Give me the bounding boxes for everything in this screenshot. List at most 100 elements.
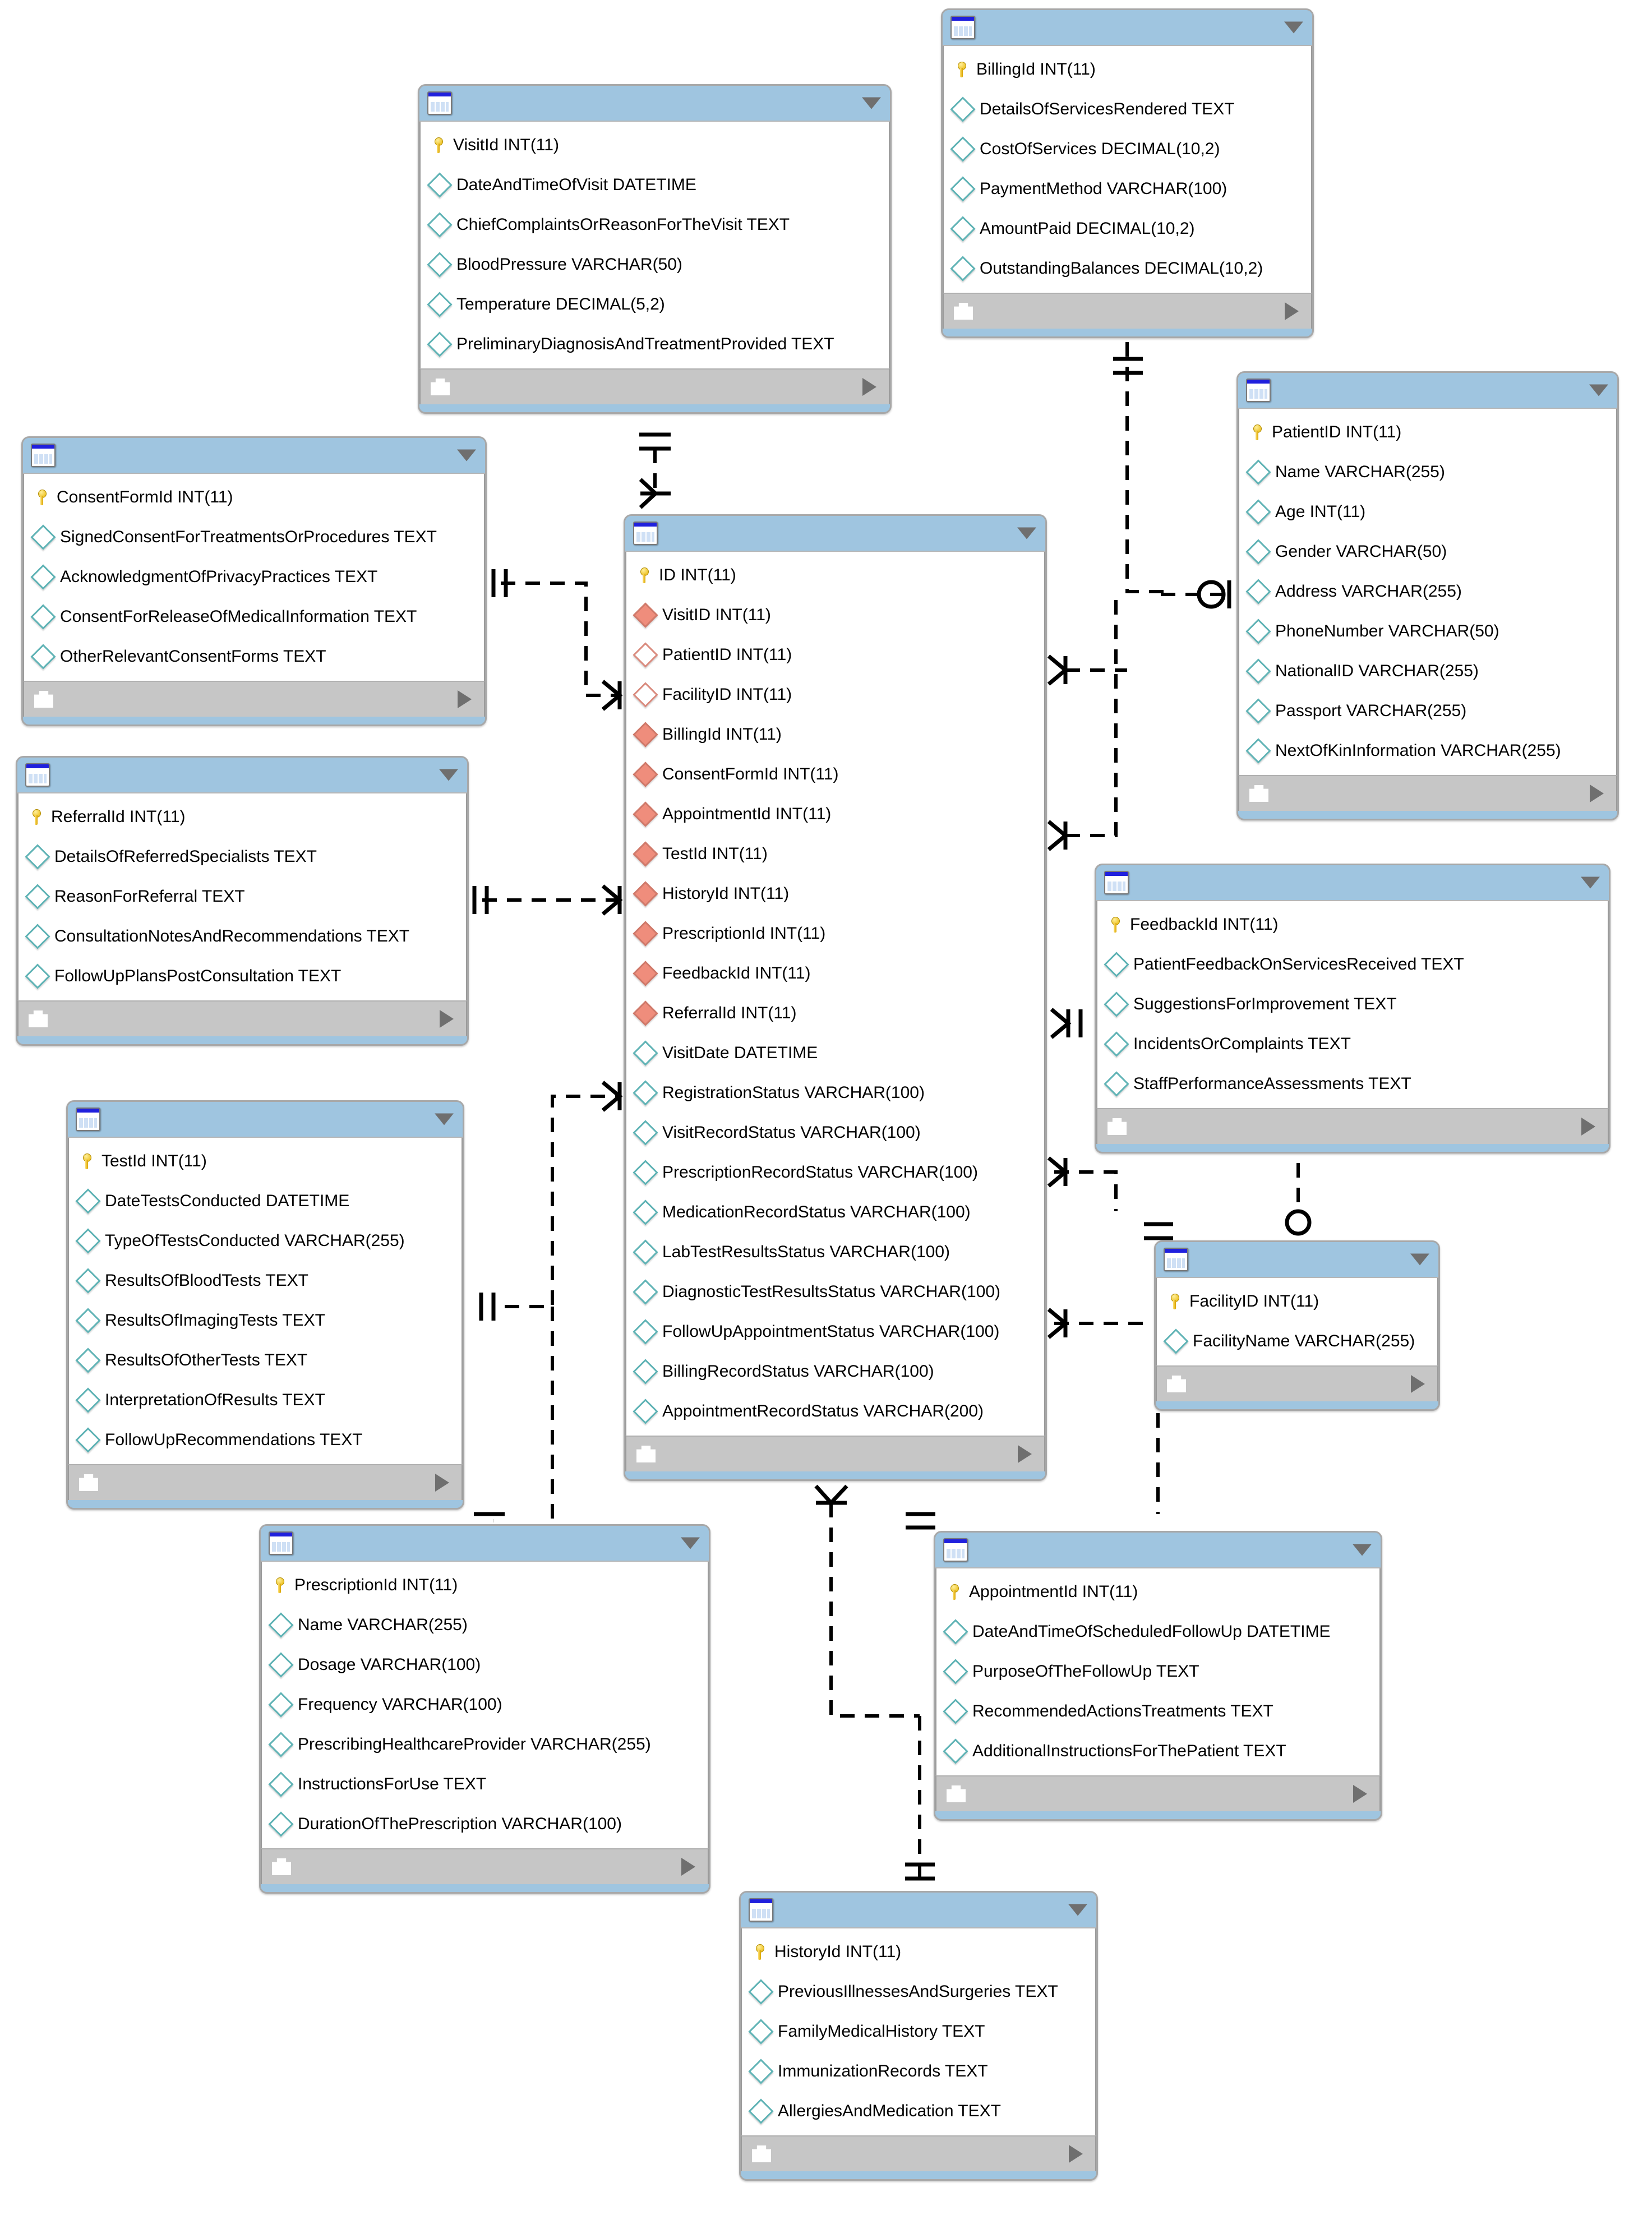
chevron-down-icon[interactable]: [1589, 384, 1608, 396]
column-row[interactable]: SuggestionsForImprovement TEXT: [1097, 984, 1608, 1024]
table-header[interactable]: [261, 1526, 709, 1562]
play-triangle-icon[interactable]: [1353, 1785, 1367, 1803]
table-header[interactable]: [935, 1533, 1381, 1568]
table-footer[interactable]: [741, 2135, 1096, 2171]
column-row[interactable]: PurposeOfTheFollowUp TEXT: [936, 1651, 1379, 1691]
play-triangle-icon[interactable]: [1581, 1118, 1595, 1136]
column-row[interactable]: VisitId INT(11): [421, 125, 889, 165]
table-header[interactable]: [17, 758, 467, 793]
column-row[interactable]: StaffPerformanceAssessments TEXT: [1097, 1064, 1608, 1104]
column-row[interactable]: ResultsOfBloodTests TEXT: [69, 1261, 462, 1300]
table-header[interactable]: [68, 1102, 463, 1138]
column-row[interactable]: PrescriptionId INT(11): [262, 1565, 708, 1605]
column-row[interactable]: BillingRecordStatus VARCHAR(100): [626, 1351, 1044, 1391]
play-triangle-icon[interactable]: [1411, 1375, 1425, 1393]
column-row[interactable]: TestId INT(11): [626, 834, 1044, 874]
column-row[interactable]: DateAndTimeOfScheduledFollowUp DATETIME: [936, 1612, 1379, 1651]
table-footer[interactable]: [419, 368, 890, 404]
column-row[interactable]: PatientID INT(11): [1239, 412, 1616, 452]
column-row[interactable]: CostOfServices DECIMAL(10,2): [944, 129, 1311, 169]
column-row[interactable]: HistoryId INT(11): [742, 1932, 1095, 1972]
column-row[interactable]: LabTestResultsStatus VARCHAR(100): [626, 1232, 1044, 1272]
table-header[interactable]: [943, 10, 1312, 46]
column-row[interactable]: AmountPaid DECIMAL(10,2): [944, 209, 1311, 248]
column-row[interactable]: Name VARCHAR(255): [262, 1605, 708, 1645]
column-row[interactable]: FollowUpPlansPostConsultation TEXT: [19, 956, 466, 996]
column-row[interactable]: Passport VARCHAR(255): [1239, 691, 1616, 731]
column-row[interactable]: FeedbackId INT(11): [626, 953, 1044, 993]
column-row[interactable]: DetailsOfReferredSpecialists TEXT: [19, 837, 466, 876]
column-row[interactable]: AppointmentId INT(11): [936, 1572, 1379, 1612]
chevron-down-icon[interactable]: [435, 1113, 454, 1125]
column-row[interactable]: OutstandingBalances DECIMAL(10,2): [944, 248, 1311, 288]
column-row[interactable]: OtherRelevantConsentForms TEXT: [24, 636, 484, 676]
column-row[interactable]: PreviousIllnessesAndSurgeries TEXT: [742, 1972, 1095, 2011]
column-row[interactable]: ConsentFormId INT(11): [24, 477, 484, 517]
play-triangle-icon[interactable]: [435, 1474, 449, 1492]
column-row[interactable]: FacilityName VARCHAR(255): [1157, 1321, 1437, 1361]
play-triangle-icon[interactable]: [458, 690, 472, 708]
column-row[interactable]: ID INT(11): [626, 555, 1044, 595]
column-row[interactable]: ReferralId INT(11): [19, 797, 466, 837]
play-triangle-icon[interactable]: [1285, 302, 1299, 320]
column-row[interactable]: Name VARCHAR(255): [1239, 452, 1616, 492]
column-row[interactable]: AcknowledgmentOfPrivacyPractices TEXT: [24, 557, 484, 597]
column-row[interactable]: MedicationRecordStatus VARCHAR(100): [626, 1192, 1044, 1232]
play-triangle-icon[interactable]: [1069, 2145, 1083, 2163]
column-row[interactable]: DiagnosticTestResultsStatus VARCHAR(100): [626, 1272, 1044, 1312]
column-row[interactable]: RecommendedActionsTreatments TEXT: [936, 1691, 1379, 1731]
column-row[interactable]: VisitID INT(11): [626, 595, 1044, 635]
column-row[interactable]: IncidentsOrComplaints TEXT: [1097, 1024, 1608, 1064]
table-footer[interactable]: [625, 1436, 1045, 1471]
column-row[interactable]: PatientFeedbackOnServicesReceived TEXT: [1097, 944, 1608, 984]
entity-table-facility[interactable]: FacilityID INT(11)FacilityName VARCHAR(2…: [1154, 1240, 1440, 1411]
chevron-down-icon[interactable]: [457, 449, 476, 462]
table-header[interactable]: [23, 438, 485, 474]
column-row[interactable]: DateAndTimeOfVisit DATETIME: [421, 165, 889, 205]
table-header[interactable]: [741, 1893, 1096, 1928]
column-row[interactable]: FacilityID INT(11): [626, 675, 1044, 714]
column-row[interactable]: FollowUpAppointmentStatus VARCHAR(100): [626, 1312, 1044, 1351]
table-footer[interactable]: [261, 1848, 709, 1884]
column-row[interactable]: Address VARCHAR(255): [1239, 571, 1616, 611]
table-footer[interactable]: [1096, 1108, 1609, 1144]
column-row[interactable]: InstructionsForUse TEXT: [262, 1764, 708, 1804]
table-footer[interactable]: [943, 293, 1312, 329]
column-row[interactable]: PrescribingHealthcareProvider VARCHAR(25…: [262, 1724, 708, 1764]
column-row[interactable]: FollowUpRecommendations TEXT: [69, 1420, 462, 1460]
table-footer[interactable]: [17, 1000, 467, 1036]
column-row[interactable]: SignedConsentForTreatmentsOrProcedures T…: [24, 517, 484, 557]
column-row[interactable]: ConsentForReleaseOfMedicalInformation TE…: [24, 597, 484, 636]
column-row[interactable]: PhoneNumber VARCHAR(50): [1239, 611, 1616, 651]
entity-table-appointment[interactable]: AppointmentId INT(11)DateAndTimeOfSchedu…: [934, 1531, 1382, 1821]
chevron-down-icon[interactable]: [862, 97, 881, 109]
chevron-down-icon[interactable]: [681, 1537, 700, 1549]
entity-table-record[interactable]: ID INT(11)VisitID INT(11)PatientID INT(1…: [624, 514, 1047, 1481]
column-row[interactable]: ImmunizationRecords TEXT: [742, 2051, 1095, 2091]
column-row[interactable]: NationalID VARCHAR(255): [1239, 651, 1616, 691]
column-row[interactable]: AppointmentRecordStatus VARCHAR(200): [626, 1391, 1044, 1431]
chevron-down-icon[interactable]: [439, 769, 458, 781]
column-row[interactable]: VisitRecordStatus VARCHAR(100): [626, 1113, 1044, 1152]
table-footer[interactable]: [1156, 1365, 1438, 1401]
table-header[interactable]: [1156, 1242, 1438, 1278]
column-row[interactable]: FacilityID INT(11): [1157, 1281, 1437, 1321]
table-header[interactable]: [1238, 373, 1617, 409]
column-row[interactable]: FeedbackId INT(11): [1097, 905, 1608, 944]
column-row[interactable]: NextOfKinInformation VARCHAR(255): [1239, 731, 1616, 770]
play-triangle-icon[interactable]: [440, 1010, 454, 1028]
column-row[interactable]: Temperature DECIMAL(5,2): [421, 284, 889, 324]
column-row[interactable]: TypeOfTestsConducted VARCHAR(255): [69, 1221, 462, 1261]
column-row[interactable]: AdditionalInstructionsForThePatient TEXT: [936, 1731, 1379, 1771]
entity-table-prescription[interactable]: PrescriptionId INT(11)Name VARCHAR(255)D…: [259, 1524, 710, 1894]
column-row[interactable]: TestId INT(11): [69, 1141, 462, 1181]
column-row[interactable]: ConsultationNotesAndRecommendations TEXT: [19, 916, 466, 956]
column-row[interactable]: BillingId INT(11): [626, 714, 1044, 754]
table-header[interactable]: [625, 516, 1045, 552]
column-row[interactable]: Frequency VARCHAR(100): [262, 1685, 708, 1724]
column-row[interactable]: ReasonForReferral TEXT: [19, 876, 466, 916]
column-row[interactable]: ChiefComplaintsOrReasonForTheVisit TEXT: [421, 205, 889, 244]
entity-table-history[interactable]: HistoryId INT(11)PreviousIllnessesAndSur…: [739, 1891, 1098, 2181]
entity-table-feedback[interactable]: FeedbackId INT(11)PatientFeedbackOnServi…: [1095, 864, 1611, 1153]
